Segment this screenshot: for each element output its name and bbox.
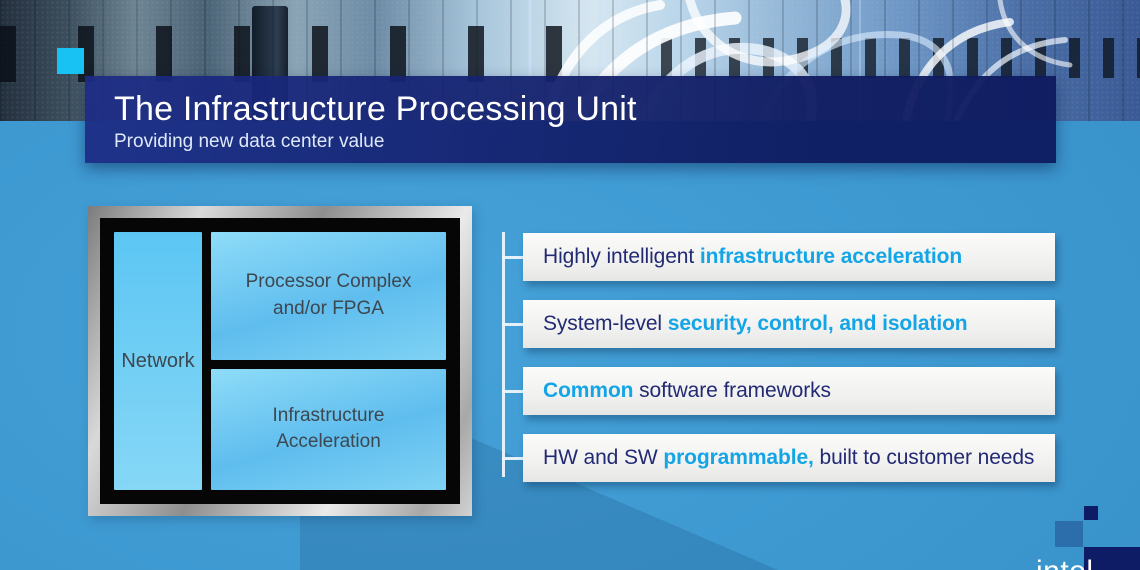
bullet-1-highlight: infrastructure acceleration bbox=[699, 245, 963, 268]
accent-square-small bbox=[1084, 506, 1098, 520]
connector-vertical-line bbox=[502, 232, 505, 477]
accent-square-topleft bbox=[57, 48, 84, 74]
chip-inner-frame: Network Processor Complex and/or FPGA In… bbox=[100, 218, 460, 504]
connector-tick-4 bbox=[502, 457, 523, 460]
bullet-bar-2: System-level security, control, and isol… bbox=[523, 300, 1055, 348]
page-subtitle: Providing new data center value bbox=[114, 131, 385, 153]
bullet-bar-1: Highly intelligent infrastructure accele… bbox=[523, 233, 1055, 281]
chip-right-column: Processor Complex and/or FPGA Infrastruc… bbox=[211, 232, 446, 490]
processor-label-line2: and/or FPGA bbox=[273, 297, 384, 319]
bullet-bar-3: Common software frameworks bbox=[523, 367, 1055, 415]
processor-complex-block: Processor Complex and/or FPGA bbox=[211, 232, 446, 360]
bullet-4-text-b: built to customer needs bbox=[813, 446, 1035, 469]
intel-logo: intel bbox=[1036, 555, 1094, 570]
infrastructure-acceleration-block: Infrastructure Acceleration bbox=[211, 368, 446, 490]
connector-tick-3 bbox=[502, 390, 523, 393]
datacenter-photo bbox=[0, 0, 1140, 121]
network-label: Network bbox=[121, 349, 195, 372]
ipu-chip-diagram: Network Processor Complex and/or FPGA In… bbox=[88, 206, 472, 516]
server-rack-row-right bbox=[661, 38, 1140, 78]
bullet-3-text: software frameworks bbox=[633, 379, 831, 402]
title-banner: The Infrastructure Processing Unit Provi… bbox=[85, 76, 1056, 163]
infra-label-line1: Infrastructure bbox=[272, 404, 385, 426]
page-title: The Infrastructure Processing Unit bbox=[114, 89, 637, 128]
bullet-4-text-a: HW and SW bbox=[543, 446, 664, 469]
network-block: Network bbox=[114, 232, 202, 490]
bullet-2-text: System-level bbox=[543, 312, 668, 335]
bullet-4-highlight: programmable, bbox=[663, 446, 814, 469]
bullet-list: Highly intelligent infrastructure accele… bbox=[523, 233, 1055, 501]
bullet-3-highlight: Common bbox=[543, 379, 634, 402]
accent-corner-block bbox=[1084, 547, 1140, 570]
server-rack-row-left bbox=[0, 26, 593, 82]
connector-tick-1 bbox=[502, 256, 523, 259]
bullet-1-text: Highly intelligent bbox=[543, 245, 700, 268]
infra-label-line2: Acceleration bbox=[276, 431, 381, 453]
bullet-2-highlight: security, control, and isolation bbox=[667, 312, 968, 335]
bullet-bar-4: HW and SW programmable, built to custome… bbox=[523, 434, 1055, 482]
connector-tick-2 bbox=[502, 323, 523, 326]
accent-square-translucent bbox=[1055, 521, 1083, 547]
processor-label-line1: Processor Complex bbox=[245, 271, 412, 293]
